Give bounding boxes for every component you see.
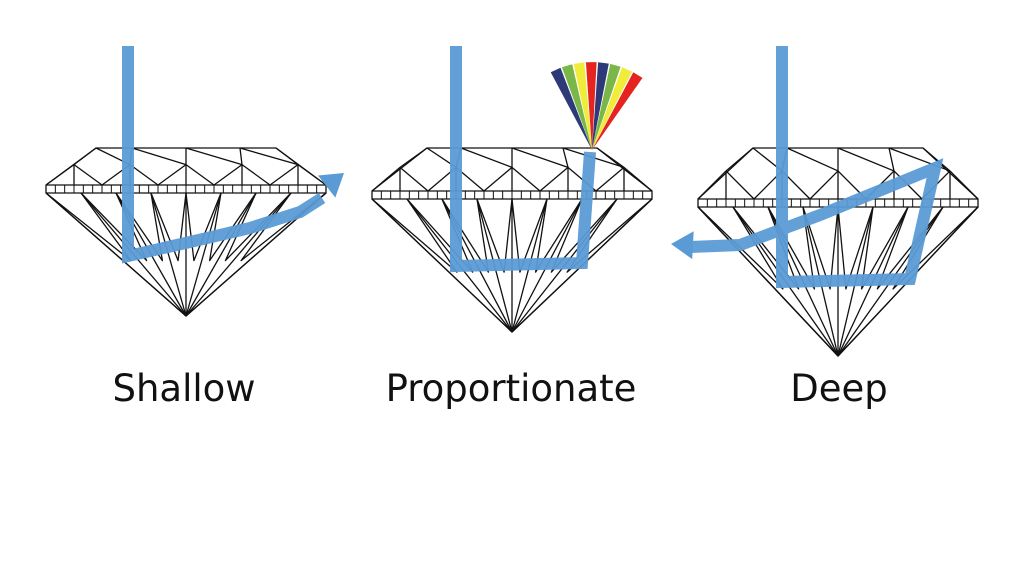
label-shallow: Shallow xyxy=(112,367,256,410)
crown-facet xyxy=(596,147,625,168)
pavilion-half-facet xyxy=(534,198,583,273)
crown-facet xyxy=(73,147,97,166)
crown-facet xyxy=(185,164,215,186)
pavilion-half-facet xyxy=(208,192,257,262)
crown-facet xyxy=(511,147,569,168)
dispersion-band xyxy=(592,63,621,150)
pavilion-half-facet xyxy=(860,206,909,290)
ray-arrow-deep xyxy=(671,231,694,260)
diamond-proportionate xyxy=(371,46,653,333)
crown-facet xyxy=(595,166,625,192)
pavilion-half-facet xyxy=(892,206,979,290)
pavilion-facet xyxy=(185,192,292,317)
crown-facet xyxy=(297,164,327,186)
pavilion-facet xyxy=(185,192,257,317)
crown-facet xyxy=(269,164,299,186)
pavilion-half-facet xyxy=(224,192,292,262)
light-ray-proportionate xyxy=(450,46,596,273)
dispersion-band xyxy=(585,62,597,150)
dispersion-band xyxy=(550,67,592,150)
crown-facet xyxy=(623,166,653,192)
pavilion-half-facet xyxy=(550,198,618,273)
crown-facet xyxy=(371,166,401,192)
dispersion-band xyxy=(573,62,592,150)
crown-facet xyxy=(539,166,569,192)
light-ray-deep xyxy=(689,46,944,289)
pavilion-half-facet xyxy=(476,198,513,273)
dispersion-band xyxy=(592,67,632,150)
pavilion-half-facet xyxy=(566,198,653,273)
crown-facet xyxy=(511,166,541,192)
crown-facet xyxy=(157,164,187,186)
pavilion-half-facet xyxy=(697,206,784,290)
dispersion-band xyxy=(561,64,592,150)
crown-facet xyxy=(185,147,243,166)
crown-facet xyxy=(786,147,839,172)
crown-facet xyxy=(697,170,727,200)
dispersion-band xyxy=(592,62,609,151)
pavilion-facet xyxy=(697,206,839,357)
ray-arrow-shallow xyxy=(318,173,344,198)
crown-facet xyxy=(129,164,159,186)
pavilion-half-facet xyxy=(511,198,548,273)
crown-facet xyxy=(45,164,75,186)
crown-facet xyxy=(949,170,979,200)
pavilion-half-facet xyxy=(802,206,839,290)
crown-facet xyxy=(562,147,569,168)
pavilion-half-facet xyxy=(185,192,222,262)
crown-facet xyxy=(809,170,839,200)
dispersion-band xyxy=(592,72,643,150)
crown-facet xyxy=(460,147,513,168)
pavilion-facet xyxy=(371,198,513,333)
diamond-shallow xyxy=(45,46,344,317)
crown-facet xyxy=(131,147,187,166)
pavilion-half-facet xyxy=(837,206,874,290)
crown-facet xyxy=(275,147,299,166)
crown-facet xyxy=(922,147,951,172)
crown-facet xyxy=(239,147,299,166)
crown-facet xyxy=(399,147,428,168)
label-deep: Deep xyxy=(790,367,888,410)
pavilion-facet xyxy=(185,192,222,317)
crown-facet xyxy=(725,147,754,172)
crown-facet xyxy=(725,170,755,200)
pavilion-half-facet xyxy=(45,192,132,262)
pavilion-half-facet xyxy=(150,192,187,262)
pavilion-half-facet xyxy=(371,198,458,273)
pavilion-facet xyxy=(150,192,187,317)
light-ray-shallow xyxy=(122,46,326,264)
label-proportionate: Proportionate xyxy=(385,367,637,410)
pavilion-facet xyxy=(45,192,187,317)
crown-facet xyxy=(241,164,271,186)
diamond-deep xyxy=(671,46,979,357)
crown-facet xyxy=(483,166,513,192)
crown-facet xyxy=(213,164,243,186)
crown-facet xyxy=(837,147,895,172)
crown-facet xyxy=(239,147,243,165)
crown-facet xyxy=(73,164,103,186)
crown-facet xyxy=(888,147,895,172)
crown-facet xyxy=(399,166,429,192)
